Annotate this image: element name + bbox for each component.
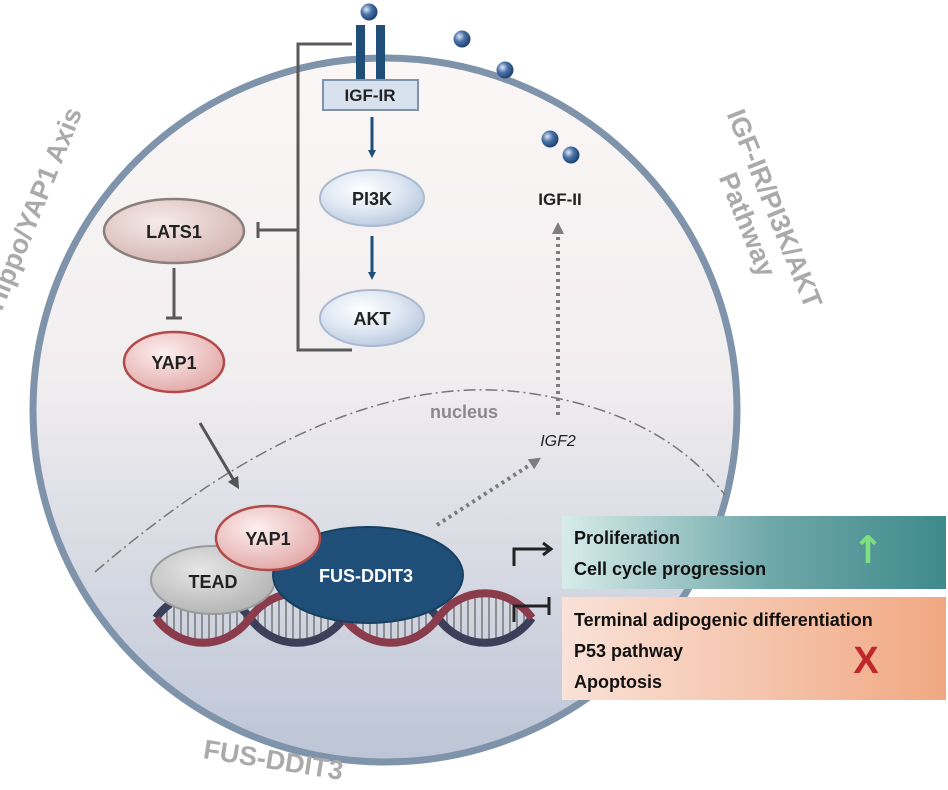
up-arrow-icon: ↑: [852, 528, 884, 572]
akt-label: AKT: [354, 309, 391, 329]
receptor-chain-left: [356, 25, 365, 83]
down-item-1: P53 pathway: [574, 641, 683, 661]
up-item-0: Proliferation: [574, 528, 680, 548]
igf-ligand-ball: [360, 3, 378, 21]
arrow-fusion-to-igf2: [435, 457, 542, 527]
up-item-1: Cell cycle progression: [574, 559, 766, 579]
fus-ddit3-node: [272, 526, 464, 624]
igf2-gene-label: IGF2: [540, 433, 576, 450]
upregulated-box: [562, 516, 946, 589]
down-item-2: Apoptosis: [574, 672, 662, 692]
pi3k-label: PI3K: [352, 189, 392, 209]
yap1-cytoplasm-label: YAP1: [151, 353, 196, 373]
lats1-label: LATS1: [146, 222, 202, 242]
pathway-bracket: [256, 42, 352, 352]
fus-ddit3-label: FUS-DDIT3: [319, 566, 413, 586]
igf-ii-label: IGF-II: [538, 190, 581, 209]
yap1-nuclear-node: [214, 504, 322, 572]
lats1-node: [102, 197, 246, 265]
down-item-0: Terminal adipogenic differentiation: [574, 610, 873, 630]
tead-label: TEAD: [189, 572, 238, 592]
pi3k-node: [319, 169, 425, 227]
inhibition-symbol: [512, 597, 551, 622]
nucleus-boundary: [94, 389, 726, 573]
arrow-yap1-nucleus: [198, 422, 240, 490]
igf-ir-label: IGF-IR: [345, 86, 396, 105]
igf-ligand-ball: [496, 61, 514, 79]
yap1-nuclear-label: YAP1: [245, 529, 290, 549]
inhibit-lats1-yap1: [166, 268, 182, 320]
akt-node: [319, 289, 425, 347]
igf-ii-ball: [541, 130, 559, 148]
nucleus-label: nucleus: [430, 402, 498, 422]
down-x-icon: X: [853, 640, 879, 682]
downregulated-box: [562, 597, 946, 700]
activation-symbol: [512, 541, 554, 566]
yap1-cytoplasm-node: [122, 330, 226, 394]
igf-ligand-ball: [453, 30, 471, 48]
igf-ii-ball: [562, 146, 580, 164]
igf-ir-box: [322, 79, 419, 111]
receptor-chain-right: [376, 25, 385, 83]
